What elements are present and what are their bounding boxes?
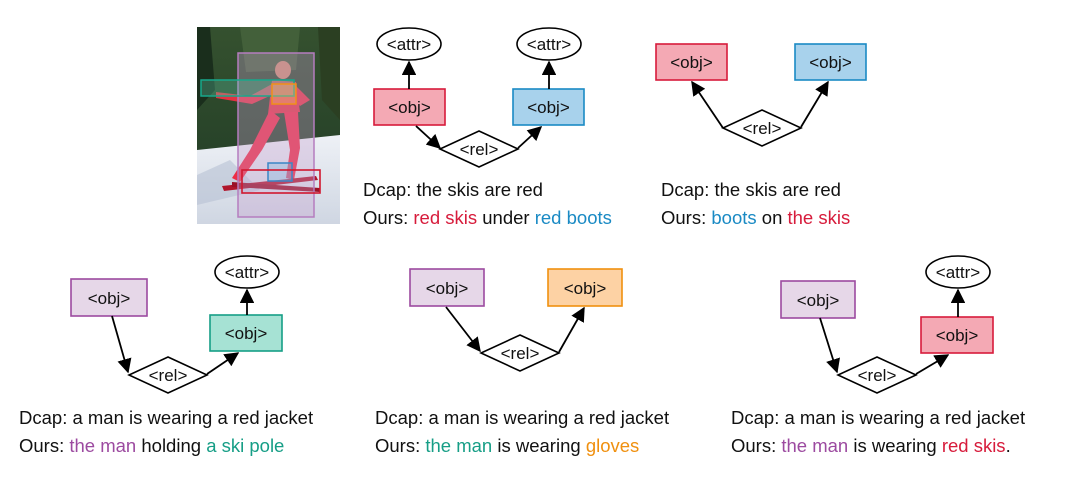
obj-node-label: <obj>	[388, 98, 431, 117]
scene-graph-2: <obj> <obj> <rel>	[655, 43, 867, 147]
caption-text: Ours:	[19, 435, 69, 456]
caption-text: Ours:	[661, 207, 711, 228]
attr-node-label: <attr>	[387, 35, 431, 54]
edge	[517, 126, 543, 149]
scene-graph-1: <attr> <attr> <obj> <obj> <rel>	[373, 27, 585, 168]
rel-node	[438, 130, 520, 168]
obj-node-label: <obj>	[564, 279, 607, 298]
scene-graph-5: <obj> <attr> <obj> <rel>	[780, 255, 994, 394]
attr-node	[376, 27, 442, 61]
dcap-caption-4: Dcap: a man is wearing a red jacket	[375, 407, 669, 428]
ours-caption-1: Ours: red skis under red boots	[363, 207, 612, 228]
caption-text: holding	[136, 435, 206, 456]
edge	[819, 317, 840, 374]
attr-node-label: <attr>	[225, 263, 269, 282]
rel-node-label: <rel>	[149, 366, 188, 385]
obj-node-man	[70, 278, 148, 317]
dcap-caption-5: Dcap: a man is wearing a red jacket	[731, 407, 1025, 428]
edge	[415, 125, 442, 149]
caption-text: is wearing	[848, 435, 942, 456]
ours-caption-5: Ours: the man is wearing red skis.	[731, 435, 1011, 456]
caption-phrase-red: red skis	[413, 207, 477, 228]
obj-node-ski-pole	[209, 314, 283, 352]
caption-text: .	[1006, 435, 1011, 456]
caption-text: Ours:	[375, 435, 425, 456]
rel-node-label: <rel>	[858, 366, 897, 385]
ours-caption-3: Ours: the man holding a ski pole	[19, 435, 284, 456]
caption-phrase-blue: red boots	[535, 207, 612, 228]
edge	[445, 306, 481, 353]
caption-phrase-orange: gloves	[586, 435, 639, 456]
obj-node-skis	[920, 316, 994, 354]
caption-text: Ours:	[731, 435, 781, 456]
ours-caption-4: Ours: the man is wearing gloves	[375, 435, 639, 456]
attr-node	[516, 27, 582, 61]
edge	[558, 306, 585, 353]
obj-node-label: <obj>	[809, 53, 852, 72]
rel-node-label: <rel>	[501, 344, 540, 363]
edge	[111, 315, 132, 374]
caption-phrase-teal: a ski pole	[206, 435, 284, 456]
obj-node-label: <obj>	[225, 324, 268, 343]
caption-text: Ours:	[363, 207, 413, 228]
attr-node	[925, 255, 991, 289]
bbox-boots	[267, 162, 293, 182]
edge	[691, 80, 724, 129]
caption-phrase-purple: the man	[781, 435, 848, 456]
caption-phrase-red: red skis	[942, 435, 1006, 456]
obj-node-man	[409, 268, 485, 307]
obj-node-label: <obj>	[936, 326, 979, 345]
scene-graph-3: <obj> <attr> <obj> <rel>	[70, 255, 283, 394]
rel-node	[836, 356, 918, 394]
obj-node-label: <obj>	[426, 279, 469, 298]
attr-node-label: <attr>	[936, 263, 980, 282]
edge	[206, 352, 240, 375]
obj-node-boots	[512, 88, 585, 126]
ours-caption-2: Ours: boots on the skis	[661, 207, 850, 228]
caption-phrase-purple: the man	[69, 435, 136, 456]
rel-node	[721, 109, 803, 147]
caption-text: is wearing	[492, 435, 586, 456]
caption-phrase-blue: boots	[711, 207, 756, 228]
obj-node-label: <obj>	[527, 98, 570, 117]
rel-node-label: <rel>	[460, 140, 499, 159]
bbox-gloves	[271, 83, 297, 105]
bbox-ski-pole	[200, 79, 295, 97]
caption-text: under	[477, 207, 535, 228]
edge	[915, 354, 950, 375]
caption-phrase-teal: the man	[425, 435, 492, 456]
obj-node-label: <obj>	[670, 53, 713, 72]
dcap-caption-2: Dcap: the skis are red	[661, 179, 841, 200]
scene-graph-4: <obj> <obj> <rel>	[409, 268, 623, 372]
edge	[800, 80, 829, 128]
rel-node	[127, 356, 209, 394]
attr-node-label: <attr>	[527, 35, 571, 54]
obj-node-label: <obj>	[88, 289, 131, 308]
skier-photo	[197, 27, 340, 224]
obj-node-man	[780, 280, 856, 319]
attr-node	[214, 255, 280, 289]
dcap-caption-3: Dcap: a man is wearing a red jacket	[19, 407, 313, 428]
rel-node-label: <rel>	[743, 119, 782, 138]
caption-text: on	[757, 207, 788, 228]
obj-node-skis	[655, 43, 728, 81]
dcap-caption-1: Dcap: the skis are red	[363, 179, 543, 200]
caption-phrase-red: the skis	[788, 207, 851, 228]
obj-node-label: <obj>	[797, 291, 840, 310]
bbox-skis	[241, 169, 321, 194]
obj-node-gloves	[547, 268, 623, 307]
obj-node-boots	[794, 43, 867, 81]
rel-node	[479, 334, 561, 372]
